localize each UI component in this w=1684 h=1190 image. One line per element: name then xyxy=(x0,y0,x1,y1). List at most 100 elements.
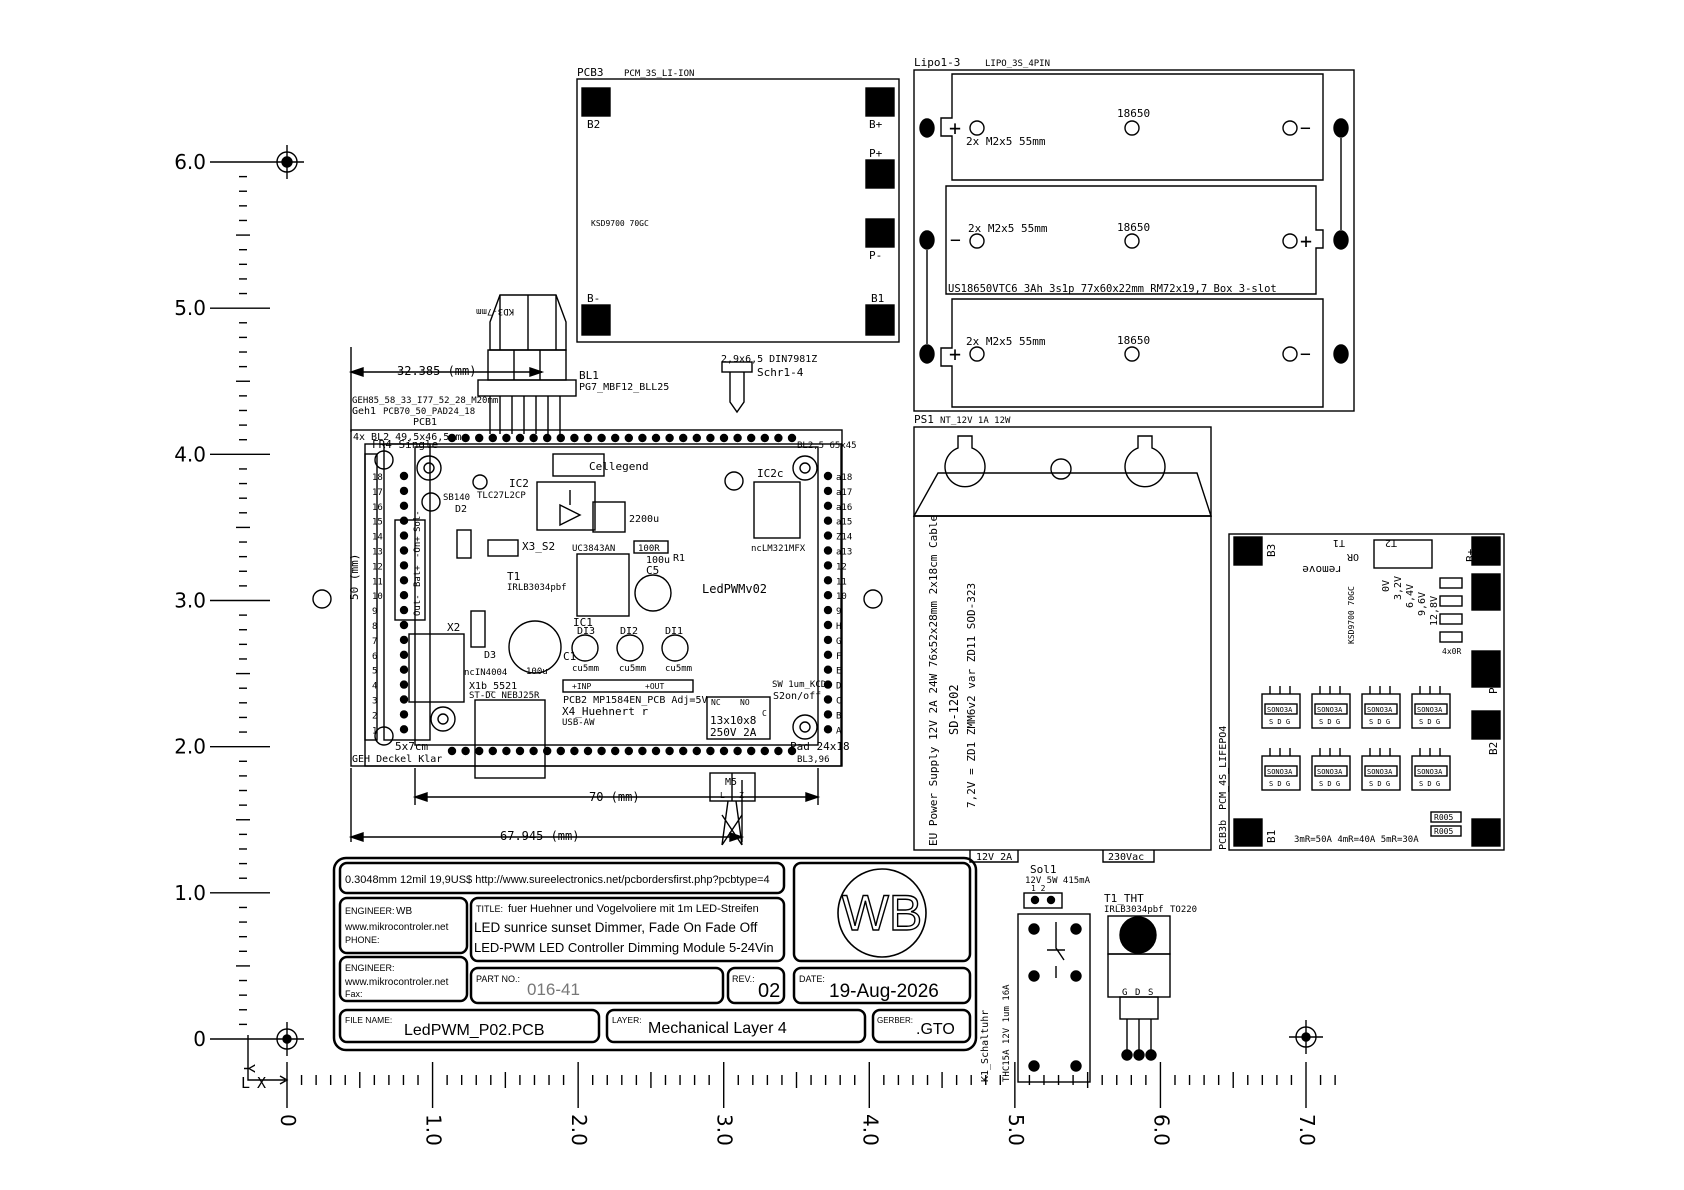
pcb1-left-pad xyxy=(399,605,409,615)
tb-rev-label: REV.: xyxy=(732,974,755,984)
tb-eng2-label: ENGINEER: xyxy=(345,963,395,973)
lipo-minus-3: − xyxy=(1300,344,1311,365)
screw-ref: Schr1-4 xyxy=(757,366,804,379)
pcb1-top-pad xyxy=(543,433,552,443)
pcb1-bottom-pad xyxy=(760,746,769,756)
t1tht-pin-d: D xyxy=(1135,988,1140,998)
x-axis-label: 3.0 xyxy=(713,1114,737,1146)
pcb1-left-pad xyxy=(399,486,409,496)
pcb3-chip: KSD9700 70GC xyxy=(591,219,649,228)
x2-label: X2 xyxy=(447,621,460,634)
pcb1-top-pad xyxy=(733,433,742,443)
lipo-name: LIPO_3S_4PIN xyxy=(985,59,1050,69)
title-logo-circle xyxy=(837,868,927,958)
pcb1-top-pad xyxy=(624,433,633,443)
pcb3b-ref: PCB3b xyxy=(1218,820,1229,850)
terminal-out: Out- xyxy=(413,594,423,616)
pcb3b-t1: T1 xyxy=(1333,537,1345,548)
ps1-ref: PS1 xyxy=(914,413,934,426)
pcb3-pad-pplus: P+ xyxy=(869,147,883,160)
tb-gerber-value: .GTO xyxy=(916,1021,955,1038)
lipo-screw-2: 2x M2x5 55mm xyxy=(968,222,1048,235)
ic1-label: IC1 xyxy=(573,616,593,629)
y-axis-label: 0 xyxy=(193,1027,206,1051)
d3-label: D3 xyxy=(484,650,496,661)
pcb3-pad-bplus: B+ xyxy=(869,118,883,131)
m5-l: L xyxy=(720,791,725,800)
tb-eng-value: WB xyxy=(396,906,412,917)
pcb3b-v3: 9,6V xyxy=(1417,592,1428,616)
d2-body xyxy=(456,529,472,559)
x3-body xyxy=(487,539,519,557)
lipo-cell-1: 18650 xyxy=(1117,107,1150,120)
pcb1-left-pad xyxy=(399,546,409,555)
pcb1-left-pad xyxy=(399,710,409,719)
fiducial-target-top-left xyxy=(270,145,304,179)
pcb3b-b2: B2 xyxy=(1487,742,1500,755)
pcb1-bottom-pad xyxy=(787,746,797,756)
terminal-sol: Sol- xyxy=(413,510,423,532)
sw-label: SW 1um_KCD xyxy=(772,680,826,690)
pcb3b-b3: B3 xyxy=(1265,544,1278,557)
pcb1-left-pad xyxy=(399,576,409,585)
t1-name: IRLB3034pbf xyxy=(507,583,567,593)
pcb1-top-pad xyxy=(611,433,620,443)
fuse-body xyxy=(706,696,771,740)
x4-body xyxy=(474,699,546,779)
gland-ref: BL1 xyxy=(579,369,599,382)
t1tht-transistor xyxy=(1107,915,1171,1061)
pcb1-bottom-pad xyxy=(488,746,497,756)
pcb1-top-pad xyxy=(556,433,565,443)
pcb1-top-pad xyxy=(502,433,511,443)
bl396-label: BL3,96 xyxy=(797,755,830,765)
axis-corner-arrow xyxy=(247,1035,289,1085)
pcb1-bottom-pad xyxy=(679,746,688,756)
tb-website2: www.mikrocontroler.net xyxy=(344,977,449,988)
lipo-cell-2: 18650 xyxy=(1117,221,1150,234)
lipo-screw-3: 2x M2x5 55mm xyxy=(966,335,1046,348)
c2200-label: 2200u xyxy=(629,514,659,525)
mosfet-pins: S D G xyxy=(1269,718,1290,726)
pcb3b-outline xyxy=(1228,533,1505,851)
k1-ref: K1_Schaltuhr xyxy=(980,1010,991,1082)
pcb1-bottom-pad xyxy=(692,746,701,756)
pcb1-top-pad xyxy=(747,433,756,443)
pcb1-left-pin-label: 18 xyxy=(372,473,383,483)
x-axis-label: 2.0 xyxy=(567,1114,591,1146)
y-axis-label: 2.0 xyxy=(174,735,206,759)
c1-body xyxy=(508,620,562,674)
pcb3b-b1: B1 xyxy=(1265,830,1278,843)
t1tht-pkg: TO220 xyxy=(1170,905,1197,915)
sb140-label: SB140 xyxy=(443,493,470,503)
szon-label: S2on/off xyxy=(773,691,821,702)
x2-body xyxy=(408,633,465,703)
pcb2-out: +OUT xyxy=(645,682,664,691)
pad-label: Pad 24x18 xyxy=(790,740,850,753)
pcb1-right-pin-label: a16 xyxy=(836,503,852,513)
d2-label: D2 xyxy=(455,504,467,515)
pcb3-name: PCM_3S_LI-ION xyxy=(624,69,694,79)
pcb1-left-pin-label: 10 xyxy=(372,592,383,602)
pcb1-bottom-pad xyxy=(556,746,565,756)
tb-date-label: DATE: xyxy=(799,974,825,984)
pcb1-left-pin-label: 16 xyxy=(372,503,383,513)
terminal-on: -On+ xyxy=(413,536,423,558)
pcb3b-v1: 3,2V xyxy=(1393,576,1404,600)
ps1-line3: 7,2V = ZD1 ZMM6v2 var ZD11 SOD-323 xyxy=(965,583,978,808)
di2-body xyxy=(616,634,644,662)
di3-size: cu5mm xyxy=(572,664,599,674)
pcb1-left-pad xyxy=(399,725,409,734)
di1-body xyxy=(661,634,689,662)
pcb1-right-pad xyxy=(823,695,833,704)
pcb1-right-pin-label: a13 xyxy=(836,548,852,558)
di2-size: cu5mm xyxy=(619,664,646,674)
tb-title-label: TITLE: xyxy=(476,904,503,914)
pcb3b-current: 3mR=50A 4mR=40A 5mR=30A xyxy=(1294,835,1419,845)
pcb1-right-pin-label: D xyxy=(836,682,841,692)
pcb1-bottom-pad xyxy=(583,746,593,756)
y-axis-ruler: 6.05.04.03.02.01.00 xyxy=(174,150,270,1051)
pcb1-left-pad xyxy=(399,635,409,645)
ic2-name: TLC27L2CP xyxy=(477,491,526,501)
